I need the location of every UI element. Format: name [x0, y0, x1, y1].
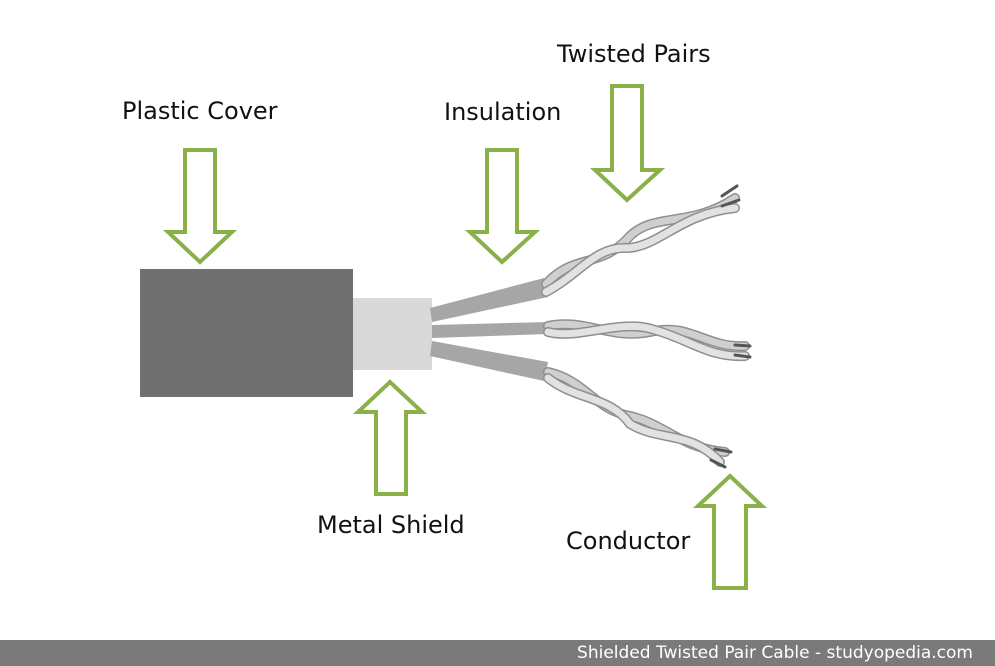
- plastic-cover-arrow-icon: [162, 148, 238, 265]
- twisted-pair-top: [541, 184, 741, 297]
- insulation-arrow-icon: [464, 148, 541, 265]
- twisted-pairs-label: Twisted Pairs: [557, 40, 711, 68]
- footer-caption: Shielded Twisted Pair Cable - studyopedi…: [577, 643, 973, 663]
- insulation-pair-middle: [432, 322, 548, 338]
- cable-diagram: [140, 84, 768, 590]
- metal-shield-label: Metal Shield: [317, 511, 465, 539]
- plastic-cover: [140, 269, 353, 397]
- footer-bar: Shielded Twisted Pair Cable - studyopedi…: [0, 640, 995, 666]
- conductor-arrow-icon: [692, 473, 768, 590]
- twisted-pair-middle: [543, 319, 752, 362]
- plastic-cover-label: Plastic Cover: [122, 97, 278, 125]
- twisted-pairs-arrow-icon: [589, 84, 666, 203]
- conductor-label: Conductor: [566, 527, 691, 555]
- insulation-pair-top: [430, 278, 548, 322]
- metal-shield-arrow-icon: [352, 379, 428, 496]
- twisted-pair-bottom: [543, 367, 733, 469]
- insulation-pair-bottom: [430, 341, 548, 381]
- metal-shield: [353, 298, 432, 370]
- insulation-label: Insulation: [444, 98, 562, 126]
